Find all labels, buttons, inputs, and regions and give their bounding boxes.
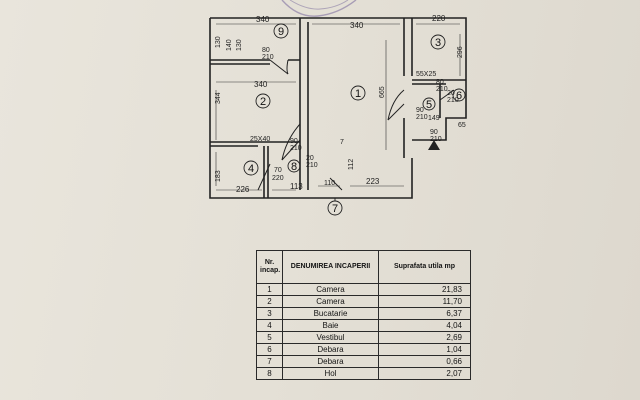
cell-nr: 4 [256, 319, 283, 332]
dim-left-183: 183 [215, 170, 222, 182]
dim-top-340b: 340 [350, 21, 364, 30]
cell-name: Debara [282, 355, 379, 368]
cell-area: 21,83 [378, 283, 471, 296]
entrance-marker [428, 140, 440, 150]
cell-name: Debara [282, 343, 379, 356]
dim-149: 149 [428, 115, 440, 122]
dim-door-80b-210: 210 [436, 86, 448, 93]
dimension-labels: 340 340 220 130 140 130 80 210 340 344 6… [215, 14, 466, 194]
room-3-label: 3 [435, 37, 441, 49]
cell-nr: 7 [256, 355, 283, 368]
cell-name: Camera [282, 295, 379, 308]
dim-70: 70 [274, 167, 282, 174]
dim-bot-223: 223 [366, 177, 380, 186]
room-9-label: 9 [278, 26, 284, 38]
cell-area: 2,69 [378, 331, 471, 344]
table-row: 1 Camera 21,83 [256, 283, 471, 296]
dim-210b: 210 [430, 136, 442, 143]
cell-nr: 5 [256, 331, 283, 344]
table-row: 5 Vestibul 2,69 [256, 331, 471, 344]
room-circles [243, 23, 466, 216]
dim-90b: 90 [430, 129, 438, 136]
cell-name: Hol [282, 367, 379, 380]
dim-210a: 210 [416, 114, 428, 121]
dim-top-220: 220 [432, 14, 446, 23]
dim-room3-296: 296 [457, 46, 464, 58]
cell-name: Baie [282, 319, 379, 332]
dim-win-55x25: 55X25 [416, 71, 436, 78]
cell-area: 6,37 [378, 307, 471, 320]
cell-nr: 3 [256, 307, 283, 320]
room-2-label: 2 [260, 96, 266, 108]
dim-door-80: 80 [262, 47, 270, 54]
dim-20: 20 [447, 90, 455, 97]
room-7-label: 7 [332, 203, 338, 215]
dim-7: 7 [340, 139, 344, 146]
table-row: 2 Camera 11,70 [256, 295, 471, 308]
table-row: 8 Hol 2,07 [256, 367, 471, 380]
dim-210d: 210 [306, 162, 318, 169]
room-6-label: 6 [456, 90, 462, 102]
cell-name: Vestibul [282, 331, 379, 344]
dim-room1-665: 665 [379, 86, 386, 98]
cell-area: 2,07 [378, 367, 471, 380]
table-row: 7 Debara 0,66 [256, 355, 471, 368]
cell-area: 0,66 [378, 355, 471, 368]
header-nr: Nr. incap. [256, 250, 283, 284]
dim-top-340a: 340 [256, 15, 270, 24]
dimension-lines [215, 23, 461, 191]
dim-door-210: 210 [262, 54, 274, 61]
dim-r9-130b: 130 [236, 39, 243, 51]
walls [209, 17, 467, 199]
room-numbers: 9 1 2 3 4 5 6 7 8 [248, 26, 462, 215]
dim-112: 112 [348, 159, 355, 170]
header-area: Suprafata utila mp [378, 250, 471, 284]
dim-door-80b: 80 [436, 79, 444, 86]
cell-nr: 1 [256, 283, 283, 296]
dim-65: 65 [458, 122, 466, 129]
dim-220: 220 [272, 175, 284, 182]
cell-nr: 2 [256, 295, 283, 308]
cell-name: Bucatarie [282, 307, 379, 320]
cell-nr: 6 [256, 343, 283, 356]
door-swings [257, 59, 455, 191]
dim-210c: 210 [290, 145, 302, 152]
dim-bot-110: 110 [324, 180, 335, 187]
dim-90c: 90 [290, 138, 298, 145]
cell-area: 4,04 [378, 319, 471, 332]
room-4-label: 4 [248, 163, 254, 175]
table-row: 4 Baie 4,04 [256, 319, 471, 332]
cell-area: 1,04 [378, 343, 471, 356]
stamp-mark [281, 0, 357, 17]
dim-90a: 90 [416, 107, 424, 114]
dim-win-25x40: 25X40 [250, 136, 270, 143]
dim-bot-113: 113 [290, 182, 303, 191]
cell-name: Camera [282, 283, 379, 296]
dim-mid-340: 340 [254, 80, 268, 89]
room-area-table: Nr. incap. DENUMIREA INCAPERII Suprafata… [256, 250, 471, 380]
table-row: 3 Bucatarie 6,37 [256, 307, 471, 320]
table-header-row: Nr. incap. DENUMIREA INCAPERII Suprafata… [256, 250, 471, 284]
cell-area: 11,70 [378, 295, 471, 308]
dim-r9-140: 140 [226, 39, 233, 51]
dim-left-344: 344 [215, 92, 222, 104]
room-1-label: 1 [355, 88, 361, 100]
room-8-label: 8 [291, 161, 297, 173]
dim-r9-130: 130 [215, 36, 222, 48]
header-name: DENUMIREA INCAPERII [282, 250, 379, 284]
dim-210: 210 [447, 97, 459, 104]
dim-20b: 20 [306, 155, 314, 162]
cell-nr: 8 [256, 367, 283, 380]
table-row: 6 Debara 1,04 [256, 343, 471, 356]
dim-bot-226: 226 [236, 185, 250, 194]
room-5-label: 5 [426, 99, 432, 111]
